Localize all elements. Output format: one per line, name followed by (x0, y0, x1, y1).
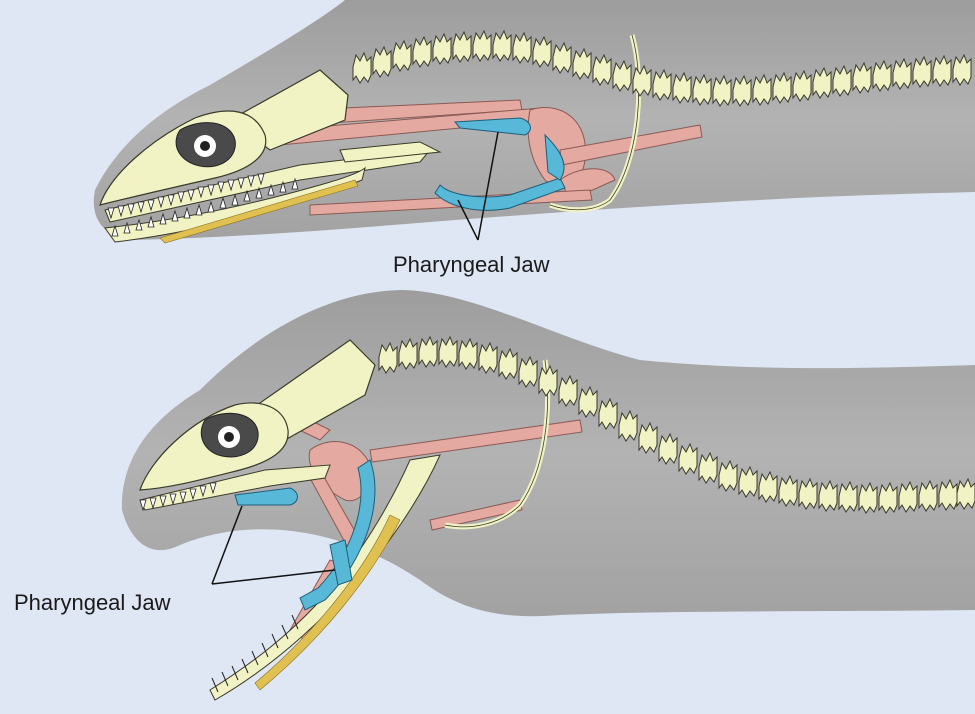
top-pharyngeal-jaw-label: Pharyngeal Jaw (393, 252, 550, 277)
top-pharyngeal-jaws (434, 117, 566, 211)
bottom-pharyngeal-jaws (234, 459, 376, 611)
bottom-eel (121, 290, 975, 701)
top-eel (93, 0, 975, 244)
bottom-pharyngeal-jaw-label: Pharyngeal Jaw (14, 590, 171, 615)
bottom-lower-teeth (211, 614, 299, 693)
bottom-skull (139, 339, 441, 701)
top-skull (99, 69, 442, 244)
bottom-label-pointer (211, 505, 336, 585)
top-label-pointer (457, 131, 499, 241)
